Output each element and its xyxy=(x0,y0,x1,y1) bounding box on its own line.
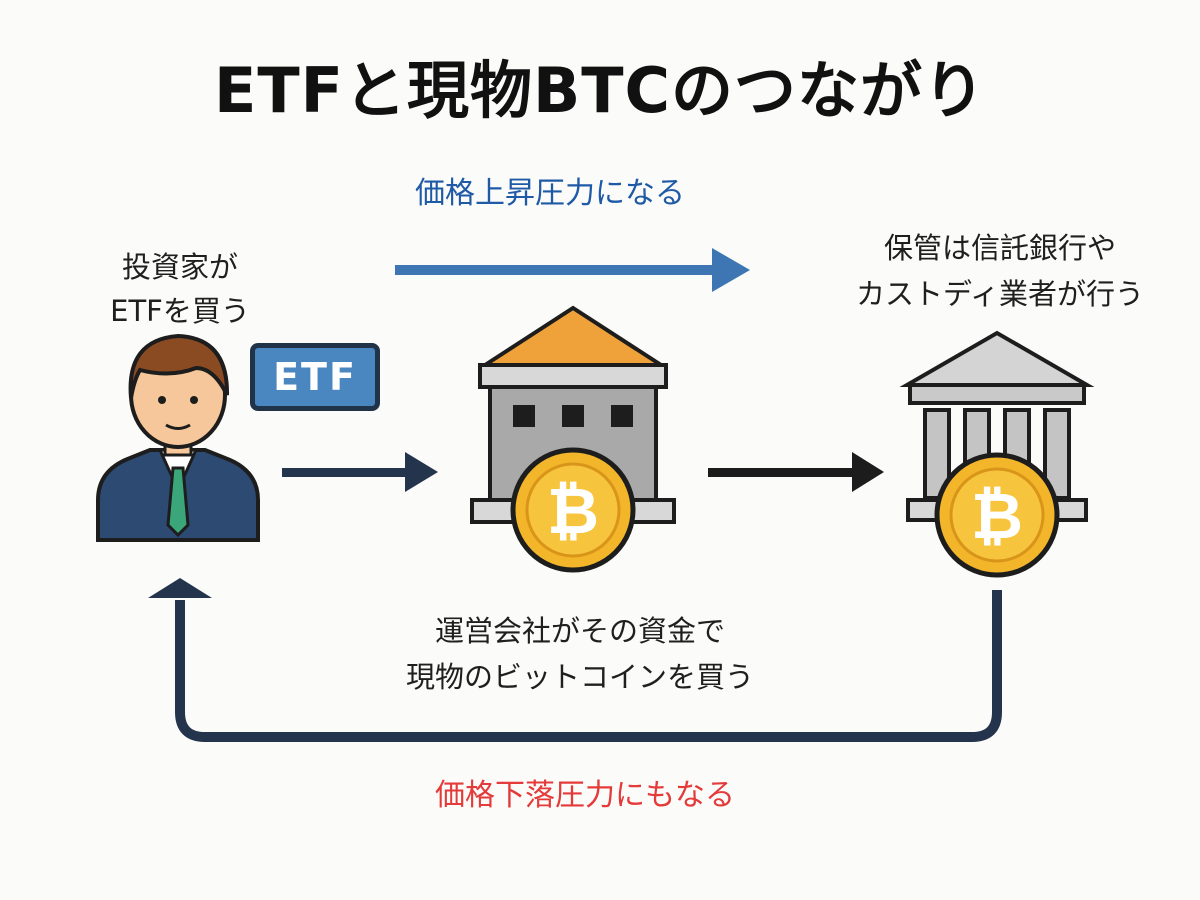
bitcoin-symbol: ₿ xyxy=(547,475,599,549)
diagram-title: ETFと現物BTCのつながり xyxy=(213,54,987,127)
manager-to-custodian-arrow xyxy=(708,452,884,492)
investor-icon xyxy=(96,333,260,542)
investor-caption-line1: 投資家が xyxy=(121,250,238,284)
operator-caption-line1: 運営会社がその資金で xyxy=(434,614,725,648)
investor-to-manager-arrow xyxy=(282,452,438,492)
price-down-label: 価格下落圧力にもなる xyxy=(435,778,735,813)
price-down-loop-arrow xyxy=(148,578,1002,742)
custodian-caption-line1: 保管は信託銀行や xyxy=(883,231,1116,265)
etf-badge: ETF xyxy=(250,343,380,411)
investor-caption: 投資家が ETFを買う xyxy=(60,245,300,333)
custodian-caption: 保管は信託銀行や カストディ業者が行う xyxy=(800,225,1200,317)
price-up-arrow xyxy=(395,248,750,292)
price-up-label: 価格上昇圧力になる xyxy=(415,176,685,211)
bitcoin-coin-icon: ₿ xyxy=(510,447,636,573)
bitcoin-coin-icon: ₿ xyxy=(934,452,1060,578)
operator-caption: 運営会社がその資金で 現物のビットコインを買う xyxy=(330,608,830,700)
bitcoin-symbol: ₿ xyxy=(971,480,1023,554)
investor-caption-line2: ETFを買う xyxy=(110,294,250,328)
operator-caption-line2: 現物のビットコインを買う xyxy=(405,660,754,694)
custodian-caption-line2: カストディ業者が行う xyxy=(856,277,1144,311)
